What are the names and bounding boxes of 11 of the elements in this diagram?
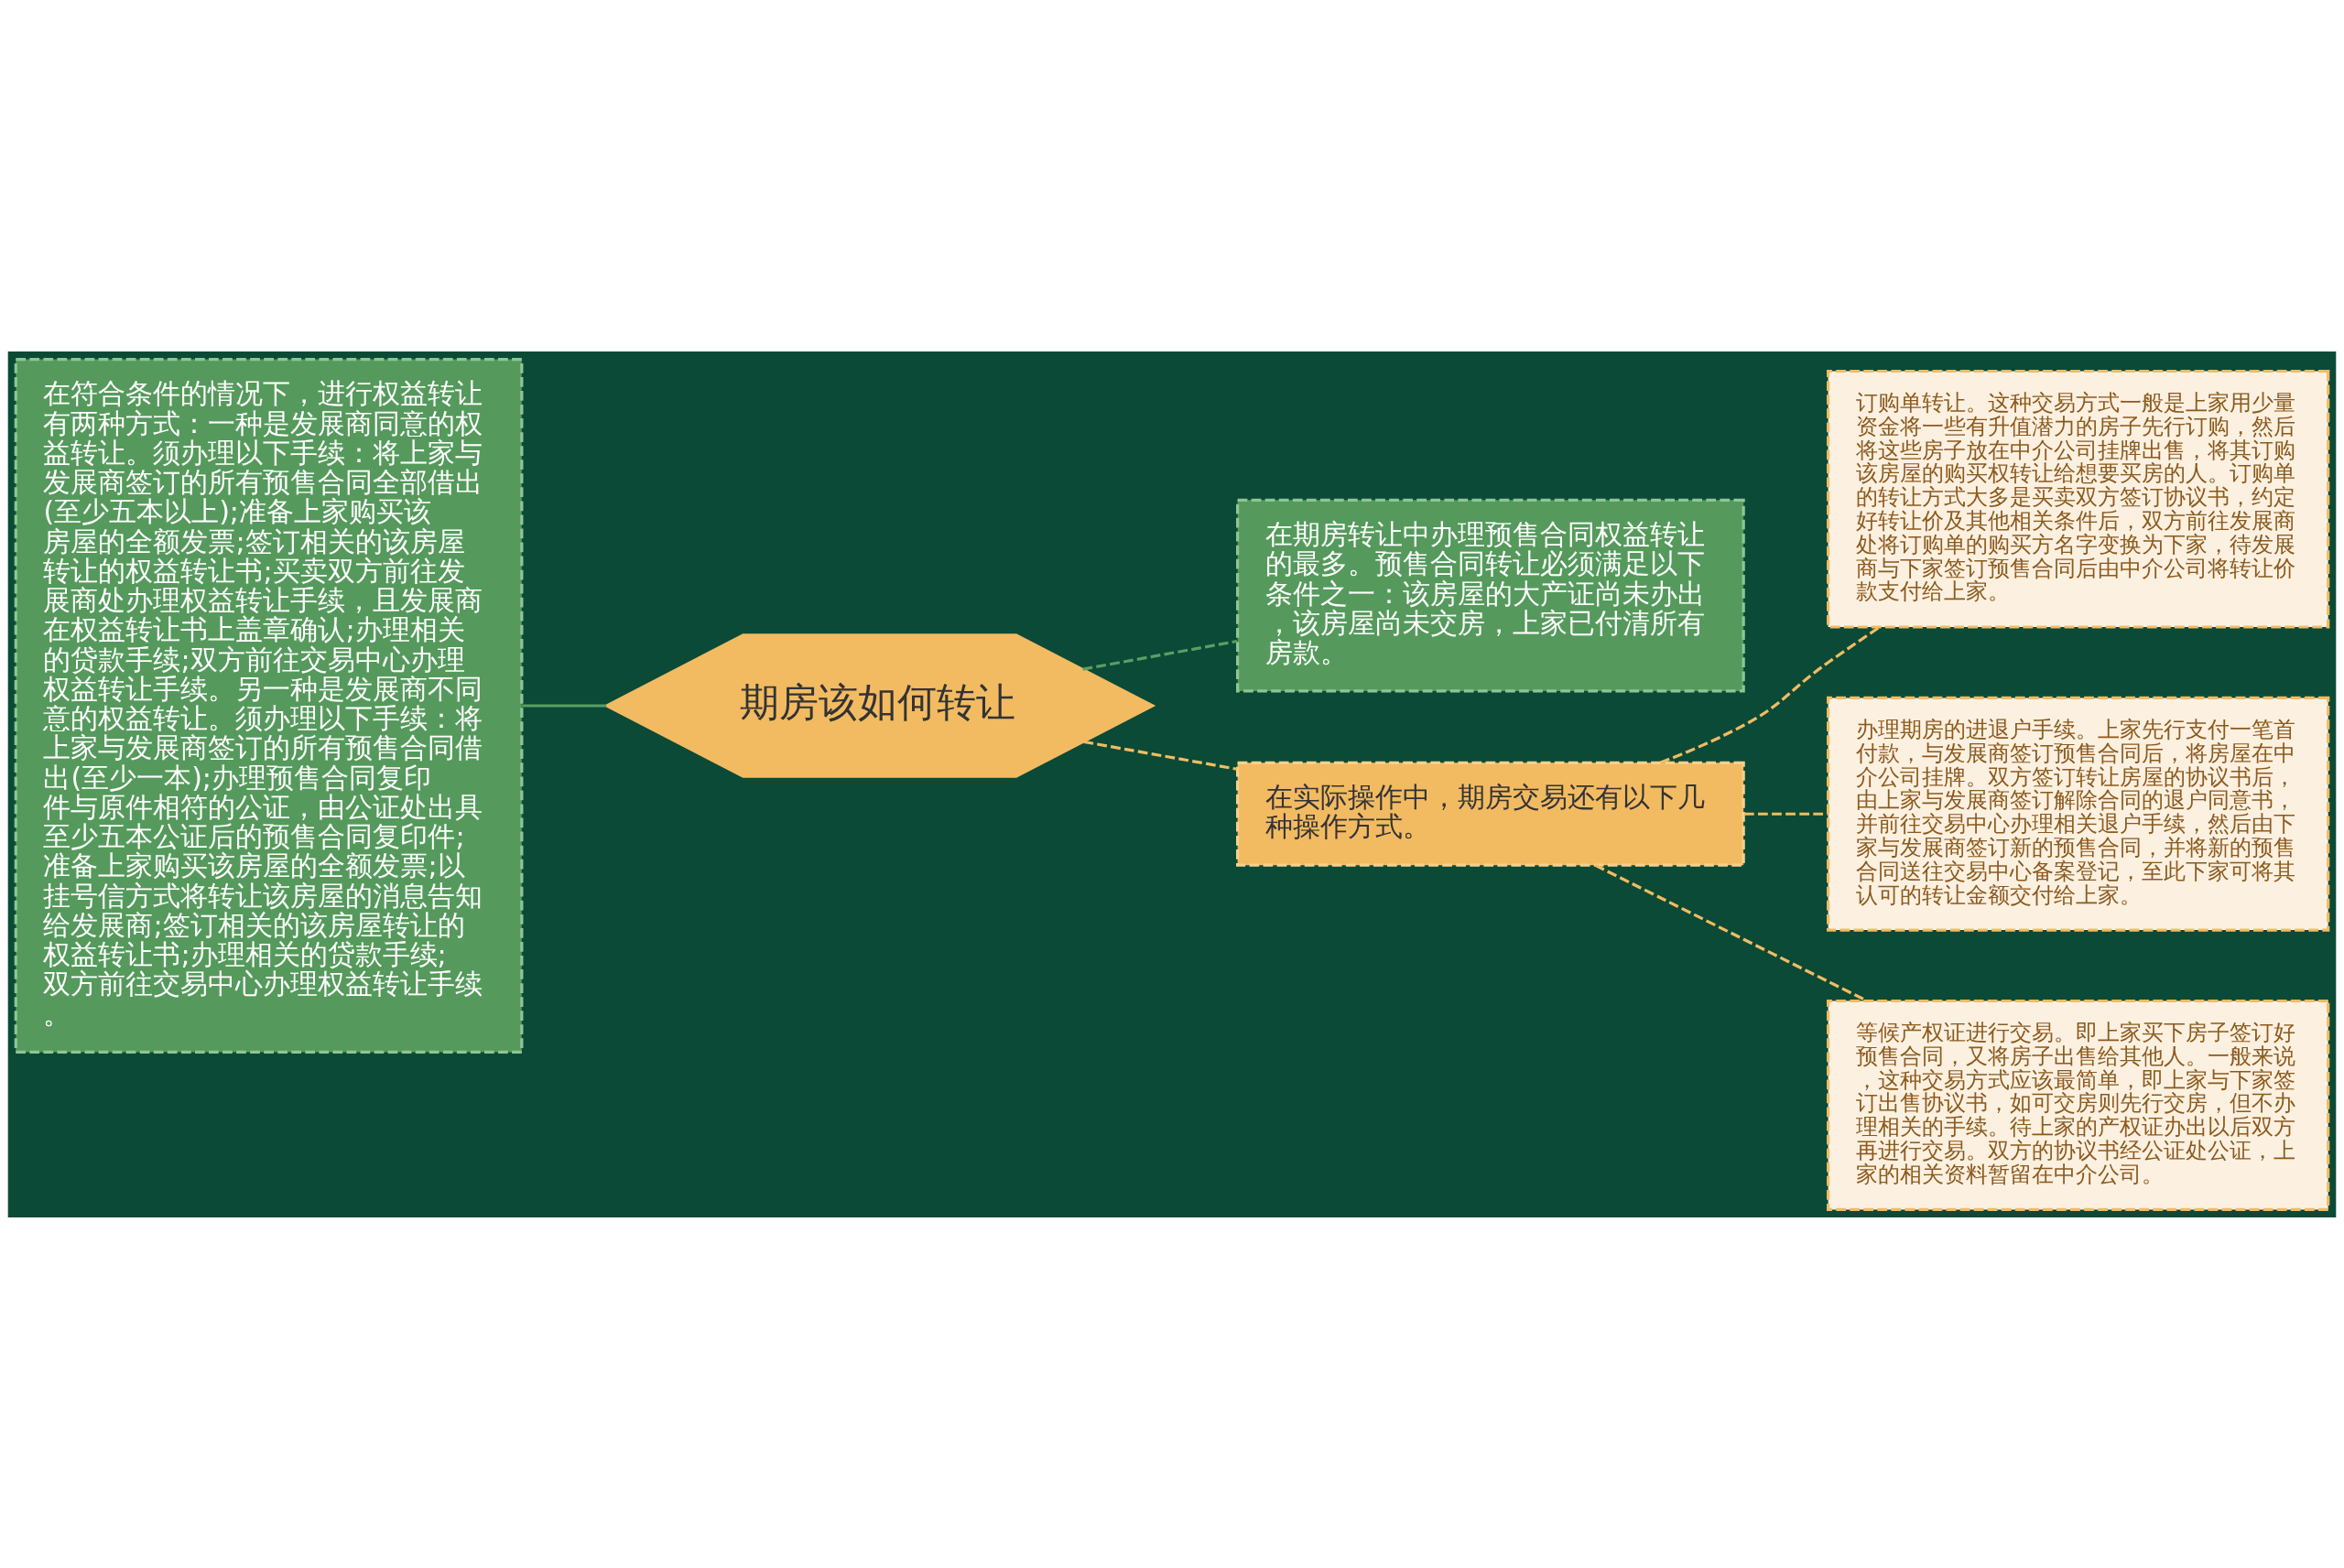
connector <box>522 703 607 708</box>
node-box: 等候产权证进行交易。即上家买下房子签订好预售合同，又将房子出售给其他人。一般来说，这种交易方式应该最简单，即上家与下家签订出售协议书，如可交房则先行交房，但不办理相关的手续。待上家的产权证办出以后双方再进行交易。双方的协议书经公证处公证，上家的相关资料暂留在中介公司。 <box>1827 999 2330 1211</box>
node-box: 在符合条件的情况下，进行权益转让有两种方式：一种是发展商同意的权益转让。须办理以下手续：将上家与发展商签订的所有预售合同全部借出(至少五本以上);准备上家购买该房屋的全额发票;签订相关的该房屋转让的权益转让书;买卖双方前往发展商处办理权益转让手续，且发展商在权益转让书上盖章确认;办理相关的贷款手续;双方前往交易中心办理权益转让手续。另一种是发展商不同意的权益转让。须办理以下手续：将上家与发展商签订的所有预售合同借出(至少一本);办理预售合同复印件与原件相符的公证，由公证处出具至少五本公证后的预售合同复印件;准备上家购买该房屋的全额发票;以挂号信方式将转让该房屋的消息告知给发展商;签订相关的该房屋转让的权益转让书;办理相关的贷款手续;双方前往交易中心办理权益转让手续。 <box>14 357 524 1054</box>
node-box: 办理期房的进退户手续。上家先行支付一笔首付款，与发展商签订预售合同后，将房屋在中介公司挂牌。双方签订转让房屋的协议书后，由上家与发展商签订解除合同的退户同意书，并前往交易中心办理相关退户手续，然后由下家与发展商签订新的预售合同，并将新的预售合同送往交易中心备案登记，至此下家可将其认可的转让金额交付给上家。 <box>1827 696 2330 932</box>
node-box: 在实际操作中，期房交易还有以下几种操作方式。 <box>1236 761 1745 867</box>
connector <box>1082 639 1238 671</box>
node-box: 订购单转让。这种交易方式一般是上家用少量资金将一些有升值潜力的房子先行订购，然后将这些房子放在中介公司挂牌出售，将其订购该房屋的购买权转让给想要买房的人。订购单的转让方式大多是买卖双方签订协议书，约定好转让价及其他相关条件后，双方前往发展商处将订购单的购买方名字变换为下家，待发展商与下家签订预售合同后由中介公司将转让价款支付给上家。 <box>1827 369 2330 629</box>
node-box: 在期房转让中办理预售合同权益转让的最多。预售合同转让必须满足以下条件之一：该房屋的大产证尚未办出，该房屋尚未交房，上家已付清所有房款。 <box>1236 498 1745 692</box>
connector <box>1744 812 1829 816</box>
connector <box>1659 625 1881 764</box>
connector <box>1083 740 1238 771</box>
